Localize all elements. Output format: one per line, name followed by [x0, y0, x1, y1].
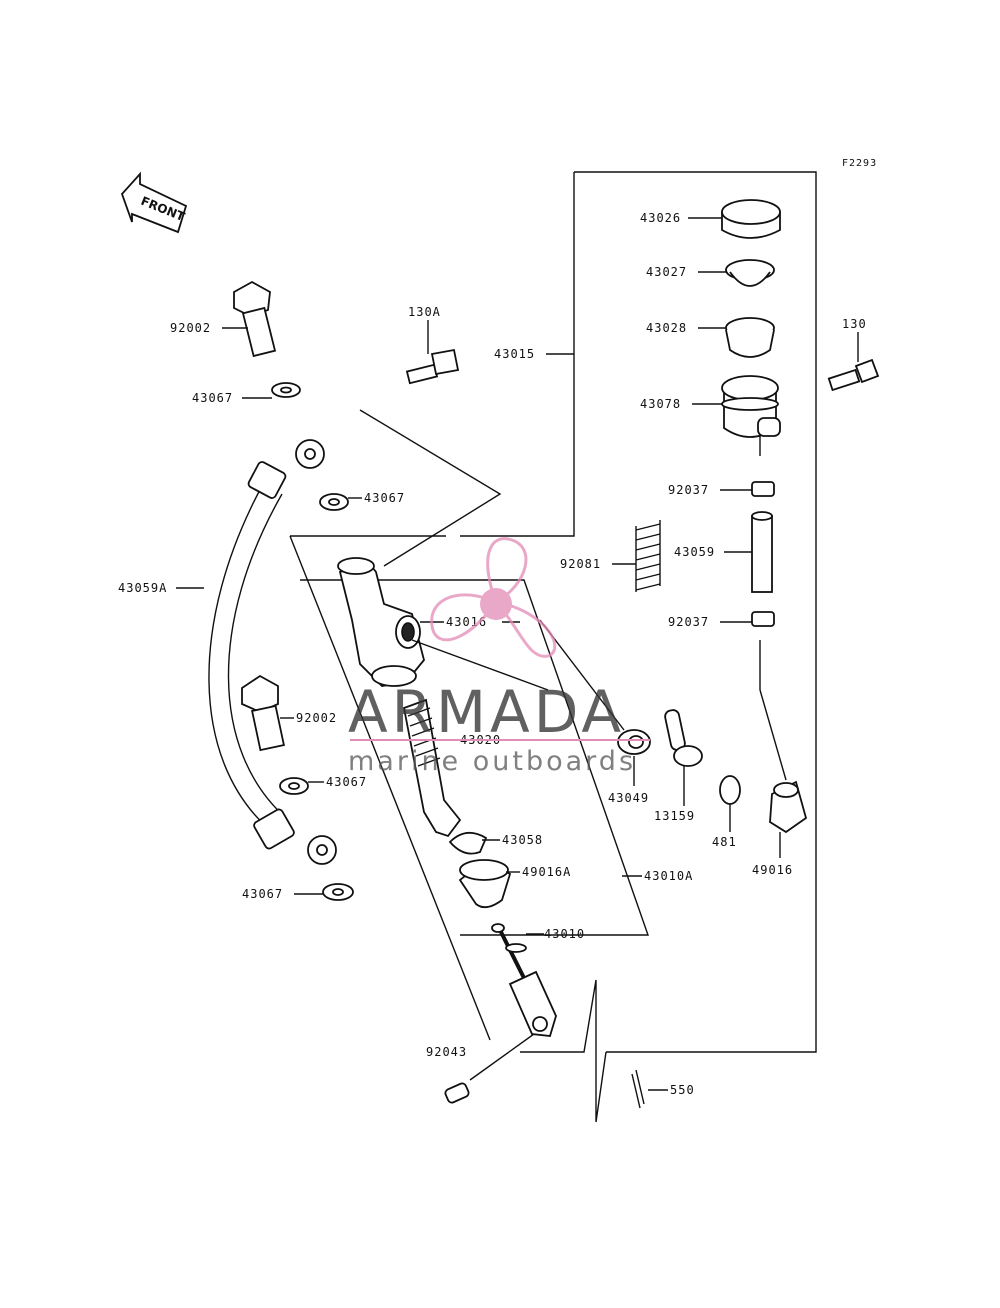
part-label: 92002: [170, 321, 211, 335]
circlip-481: [719, 775, 741, 805]
cotter-pin-550: [631, 1069, 645, 1109]
inner-outline-2: [300, 579, 649, 936]
joint-13159: [664, 709, 703, 767]
hose-joint-49016: [769, 780, 808, 834]
part-label: 43026: [640, 211, 681, 225]
front-arrow-icon: FRONT: [120, 171, 187, 234]
piston-43020: [402, 698, 462, 838]
part-label: 49016: [752, 863, 793, 877]
part-label: 43059A: [118, 581, 167, 595]
part-labels: 43026 43027 43028 43078 130 92037 43059 …: [118, 211, 867, 1097]
part-label: 43067: [192, 391, 233, 405]
diaphragm-43028: [725, 317, 775, 358]
part-label: 92037: [668, 483, 709, 497]
part-label: 550: [670, 1083, 695, 1097]
watermark: ARMADA marine outboards: [348, 537, 650, 777]
zigzag-bracket: [520, 979, 607, 1123]
washer-43067-1: [271, 382, 301, 398]
part-label: 92037: [668, 615, 709, 629]
grommet-43049: [617, 729, 651, 755]
washer-43067-4: [322, 883, 354, 901]
watermark-subtitle: marine outboards: [348, 746, 636, 777]
part-label: 43067: [326, 775, 367, 789]
part-label: 43059: [674, 545, 715, 559]
part-label: 13159: [654, 809, 695, 823]
brake-hose-43059A: [208, 439, 337, 865]
part-label: 92081: [560, 557, 601, 571]
part-label: 481: [712, 835, 737, 849]
part-label: 43010A: [644, 869, 693, 883]
bolt-130: [827, 358, 880, 392]
clamp-92037-top: [751, 481, 775, 497]
reservoir-cap-43026: [721, 199, 781, 239]
bolt-130A: [405, 348, 460, 385]
master-cylinder-body: [337, 557, 425, 687]
diagram-code: F2293: [842, 158, 877, 169]
part-label: 43049: [608, 791, 649, 805]
part-label: 43028: [646, 321, 687, 335]
assembly-outline-left: [460, 172, 575, 537]
part-label: 49016A: [522, 865, 571, 879]
part-label: 43027: [646, 265, 687, 279]
part-label: 92002: [296, 711, 337, 725]
part-label: 43067: [364, 491, 405, 505]
washer-43067-3: [279, 777, 309, 795]
part-label: 92043: [426, 1045, 467, 1059]
part-label: 130: [842, 317, 867, 331]
push-rod-43010: [491, 923, 557, 1037]
circlip-43058: [448, 832, 488, 855]
banjo-bolt-92002-top: [233, 280, 277, 358]
part-label: 43015: [494, 347, 535, 361]
boot-49016A: [458, 859, 512, 909]
watermark-title: ARMADA: [348, 678, 625, 746]
reservoir-43078: [721, 375, 781, 456]
spring-92081: [635, 520, 661, 592]
part-label: 43058: [502, 833, 543, 847]
propeller-logo-icon: [430, 537, 557, 658]
part-label: 130A: [408, 305, 441, 319]
assembly-outline: [574, 171, 817, 1053]
part-label: 43010: [544, 927, 585, 941]
washer-43067-2: [319, 493, 349, 511]
clamp-92037-bottom: [751, 611, 775, 627]
part-label: 43067: [242, 887, 283, 901]
part-label: 43078: [640, 397, 681, 411]
inner-outline: [289, 535, 491, 1041]
banjo-bolt-92002-mid: [241, 674, 285, 752]
pin-92043: [444, 1082, 470, 1104]
tube-43059: [751, 511, 773, 593]
diaphragm-plate-43027: [725, 259, 775, 287]
